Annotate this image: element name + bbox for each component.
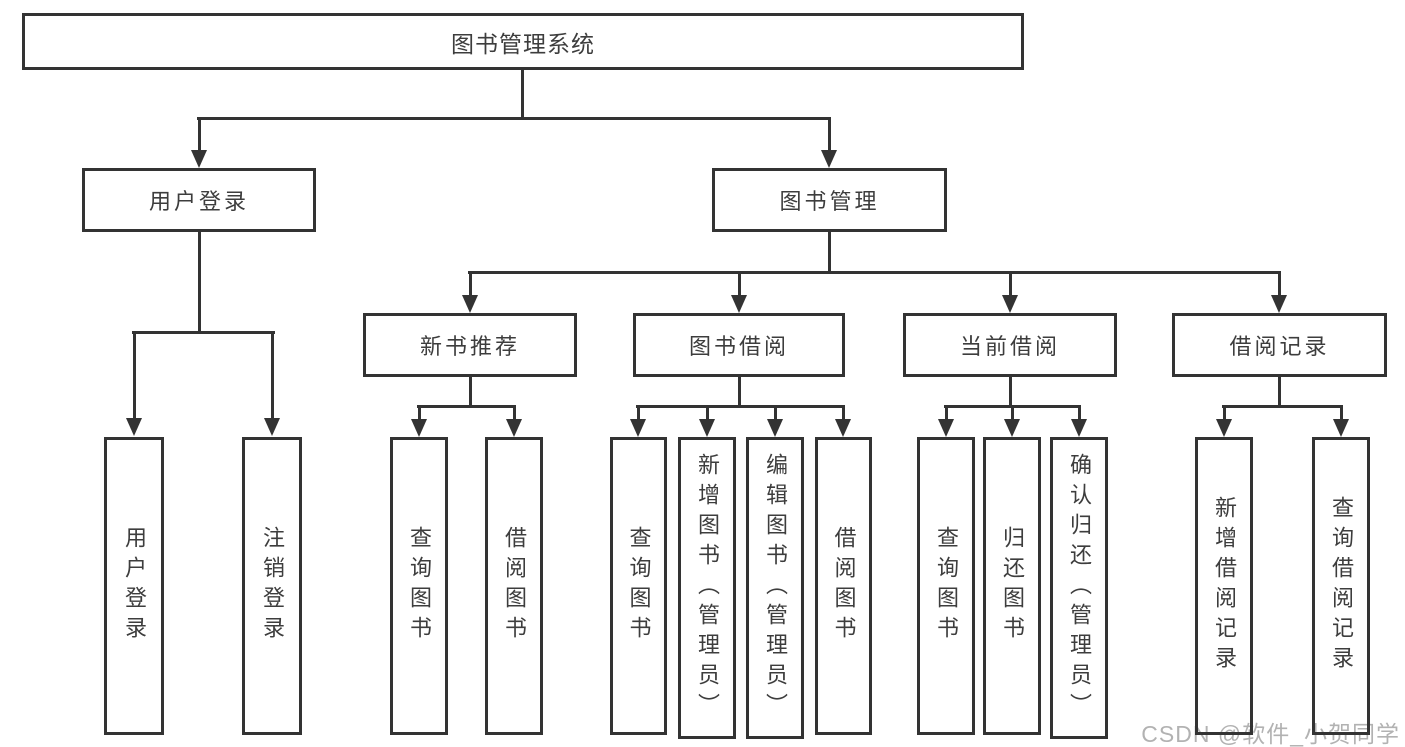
arrow-down-icon <box>630 419 646 437</box>
node-book-management: 图书管理 <box>712 168 947 232</box>
leaf-query-borrow-record: 查询借阅记录 <box>1312 437 1370 735</box>
connector-line <box>738 271 741 297</box>
arrow-down-icon <box>264 418 280 436</box>
leaf-logout: 注销登录 <box>242 437 302 735</box>
arrow-down-icon <box>1002 295 1018 313</box>
arrow-down-icon <box>411 419 427 437</box>
connector-line <box>469 377 472 407</box>
leaf-return-books: 归还图书 <box>983 437 1041 735</box>
connector-line <box>1009 271 1012 297</box>
node-borrowing-records: 借阅记录 <box>1172 313 1387 377</box>
connector-line <box>828 117 831 151</box>
connector-line <box>706 405 709 420</box>
connector-line <box>513 405 516 420</box>
leaf-add-books-admin: 新增图书（管理员） <box>678 437 736 739</box>
arrow-down-icon <box>731 295 747 313</box>
connector-line <box>945 405 948 420</box>
arrow-down-icon <box>1216 419 1232 437</box>
leaf-query-books-borrowing: 查询图书 <box>610 437 667 735</box>
arrow-down-icon <box>126 418 142 436</box>
connector-line <box>1340 405 1343 420</box>
connector-line <box>636 405 845 408</box>
connector-line <box>842 405 845 420</box>
connector-line <box>469 271 472 297</box>
connector-line <box>197 117 831 120</box>
leaf-query-books-current: 查询图书 <box>917 437 975 735</box>
arrow-down-icon <box>699 419 715 437</box>
node-new-book-recommend: 新书推荐 <box>363 313 577 377</box>
leaf-query-books-recommend: 查询图书 <box>390 437 448 735</box>
connector-line <box>738 377 741 407</box>
node-user-login: 用户登录 <box>82 168 316 232</box>
connector-line <box>1011 405 1014 420</box>
arrow-down-icon <box>1071 419 1087 437</box>
connector-line <box>133 331 136 419</box>
node-library-management-system: 图书管理系统 <box>22 13 1024 70</box>
connector-line <box>1222 405 1343 408</box>
connector-line <box>637 405 640 420</box>
connector-line <box>1278 377 1281 407</box>
leaf-borrow-books: 借阅图书 <box>815 437 872 735</box>
connector-line <box>198 232 201 332</box>
connector-line <box>774 405 777 420</box>
connector-line <box>828 232 831 272</box>
connector-line <box>1223 405 1226 420</box>
node-book-borrowing: 图书借阅 <box>633 313 845 377</box>
connector-line <box>198 117 201 151</box>
leaf-confirm-return-admin: 确认归还（管理员） <box>1050 437 1108 739</box>
arrow-down-icon <box>938 419 954 437</box>
connector-line <box>417 405 515 408</box>
leaf-borrow-books-recommend: 借阅图书 <box>485 437 543 735</box>
arrow-down-icon <box>1271 295 1287 313</box>
arrow-down-icon <box>506 419 522 437</box>
connector-line <box>271 331 274 419</box>
connector-line <box>521 70 524 118</box>
connector-line <box>1278 271 1281 297</box>
connector-line <box>1009 377 1012 407</box>
arrow-down-icon <box>835 419 851 437</box>
leaf-add-borrow-record: 新增借阅记录 <box>1195 437 1253 735</box>
node-current-borrowing: 当前借阅 <box>903 313 1117 377</box>
leaf-edit-books-admin: 编辑图书（管理员） <box>746 437 804 739</box>
arrow-down-icon <box>1333 419 1349 437</box>
arrow-down-icon <box>462 295 478 313</box>
connector-line <box>468 271 1281 274</box>
connector-line <box>418 405 421 420</box>
connector-line <box>1078 405 1081 420</box>
arrow-down-icon <box>1004 419 1020 437</box>
connector-line <box>132 331 275 334</box>
leaf-user-login: 用户登录 <box>104 437 164 735</box>
arrow-down-icon <box>191 150 207 168</box>
arrow-down-icon <box>767 419 783 437</box>
arrow-down-icon <box>821 150 837 168</box>
